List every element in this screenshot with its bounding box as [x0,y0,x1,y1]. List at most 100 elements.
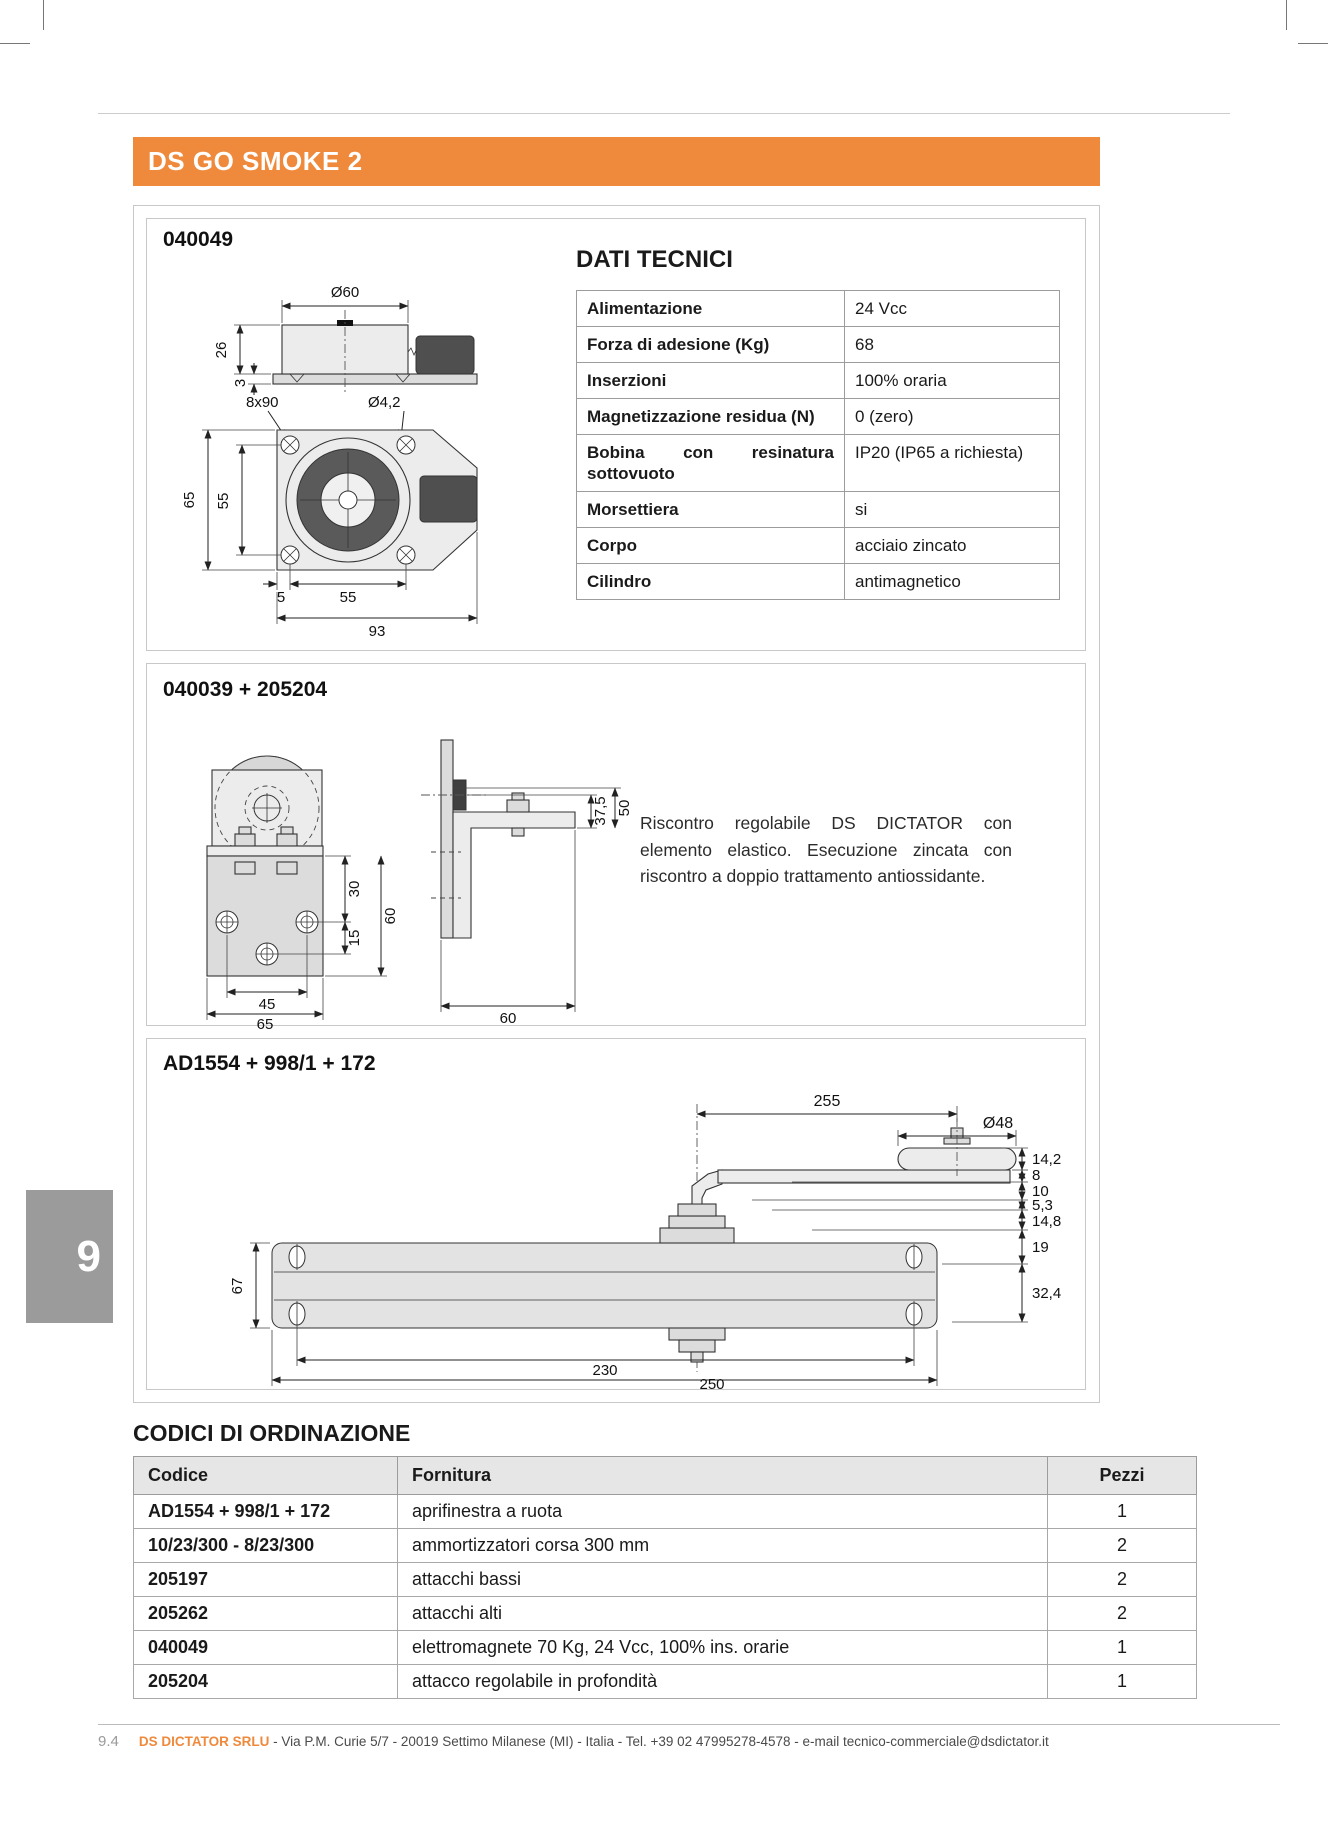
col-fornitura: Fornitura [397,1456,1048,1495]
ordering-header-row: Codice Fornitura Pezzi [133,1456,1197,1495]
dim-label: 26 [213,342,230,359]
tech-value: 0 (zero) [844,398,1060,435]
strike-plate-drawing: 30 15 60 45 65 37,5 50 60 [206,739,633,1030]
product-title-bar: DS GO SMOKE 2 [133,137,1100,186]
dim-label: 10 [1032,1183,1049,1200]
door-closer-drawing: 255 Ø48 14,2 8 10 5,3 14,8 [229,1093,1061,1390]
table-row: 10/23/300 - 8/23/300 ammortizzatori cors… [133,1528,1197,1563]
table-row: 205197 attacchi bassi 2 [133,1562,1197,1597]
company-info: - Via P.M. Curie 5/7 - 20019 Settimo Mil… [269,1734,1049,1749]
tech-label: Magnetizzazione residua (N) [576,398,845,435]
cell-pezzi: 2 [1047,1562,1197,1597]
electromagnet-drawing: Ø60 26 3 8x90 Ø4,2 65 [181,284,478,640]
dim-label: 30 [346,881,363,898]
dim-label: 15 [346,930,363,947]
crop-mark [1286,0,1287,30]
dim-label: Ø60 [331,284,359,301]
dim-label: 8 [1032,1167,1040,1184]
section1-code: 040049 [163,228,234,251]
dim-label: 65 [257,1016,274,1030]
table-row: 040049 elettromagnete 70 Kg, 24 Vcc, 100… [133,1630,1197,1665]
dim-label: 3 [232,379,249,387]
dim-label: 255 [814,1093,841,1110]
tech-data-title: DATI TECNICI [576,246,733,273]
tech-label: Forza di adesione (Kg) [576,326,845,363]
tech-label: Morsettiera [576,491,845,528]
cell-pezzi: 1 [1047,1494,1197,1529]
dim-label: 37,5 [592,796,609,825]
dim-label: 67 [229,1278,246,1295]
dim-label: 32,4 [1032,1285,1061,1302]
cell-fornitura: aprifinestra a ruota [397,1494,1048,1529]
crop-mark [0,43,30,44]
section3-code: AD1554 + 998/1 + 172 [163,1052,376,1075]
tech-value: si [844,491,1060,528]
cell-pezzi: 2 [1047,1596,1197,1631]
cell-codice: AD1554 + 998/1 + 172 [133,1494,398,1529]
table-row: AD1554 + 998/1 + 172 aprifinestra a ruot… [133,1494,1197,1529]
page-title: DS GO SMOKE 2 [148,146,363,176]
dim-label: 55 [215,493,232,510]
dim-label: 14,2 [1032,1151,1061,1168]
chapter-tab: 9 [26,1190,113,1323]
col-codice: Codice [133,1456,398,1495]
col-pezzi: Pezzi [1047,1456,1197,1495]
tech-label: Inserzioni [576,362,845,399]
table-row: 205204 attacco regolabile in profondità … [133,1664,1197,1699]
dim-label: 250 [699,1376,724,1390]
top-rule [98,113,1230,114]
table-row: 205262 attacchi alti 2 [133,1596,1197,1631]
dim-label: 8x90 [246,394,279,411]
cell-codice: 205204 [133,1664,398,1699]
section2-description: Riscontro regolabile DS DICTATOR con ele… [640,813,1012,886]
tech-label: Corpo [576,527,845,564]
dim-label: 14,8 [1032,1213,1061,1230]
dim-label: 50 [616,800,633,817]
dim-label: 60 [382,908,399,925]
tech-label: Alimentazione [576,290,845,327]
dim-label: 93 [369,623,386,640]
cell-pezzi: 2 [1047,1528,1197,1563]
company-name: DS DICTATOR SRLU [138,1734,270,1749]
dim-label: Ø4,2 [368,394,401,411]
tech-label: Bobina con resinatura sottovuoto [576,434,845,492]
section-door-closer [146,1038,1086,1390]
dim-label: 5,3 [1032,1197,1053,1214]
dim-label: 60 [500,1010,517,1027]
right-dim-stack: 14,2 8 10 5,3 14,8 19 32,4 [752,1147,1061,1323]
screw-holes [280,435,416,565]
cell-codice: 040049 [133,1630,398,1665]
cell-fornitura: attacchi bassi [397,1562,1048,1597]
crop-mark [43,0,44,30]
cell-fornitura: elettromagnete 70 Kg, 24 Vcc, 100% ins. … [397,1630,1048,1665]
tech-value: acciaio zincato [844,527,1060,564]
tech-label: Cilindro [576,563,845,600]
cell-codice: 205262 [133,1596,398,1631]
dim-label: 5 [277,589,285,606]
dim-label: Ø48 [983,1115,1013,1132]
ordering-table: Codice Fornitura Pezzi AD1554 + 998/1 + … [133,1456,1197,1699]
footer-rule [98,1724,1280,1725]
section2-code: 040039 + 205204 [163,678,328,701]
tech-value: 24 Vcc [844,290,1060,327]
cell-codice: 205197 [133,1562,398,1597]
tech-value: 68 [844,326,1060,363]
content-frame [133,205,1100,1403]
cell-fornitura: ammortizzatori corsa 300 mm [397,1528,1048,1563]
cell-fornitura: attacco regolabile in profondità [397,1664,1048,1699]
dim-label: 65 [181,492,198,509]
tech-value: antimagnetico [844,563,1060,600]
chapter-number: 9 [76,1232,101,1281]
cell-codice: 10/23/300 - 8/23/300 [133,1528,398,1563]
dim-label: 45 [259,996,276,1013]
cell-pezzi: 1 [1047,1630,1197,1665]
mounting-slots [288,1244,923,1327]
tech-value: 100% oraria [844,362,1060,399]
ordering-title: CODICI DI ORDINAZIONE [133,1420,411,1446]
dim-label: 230 [592,1362,617,1379]
dim-label: 55 [340,589,357,606]
dim-label: 19 [1032,1239,1049,1256]
